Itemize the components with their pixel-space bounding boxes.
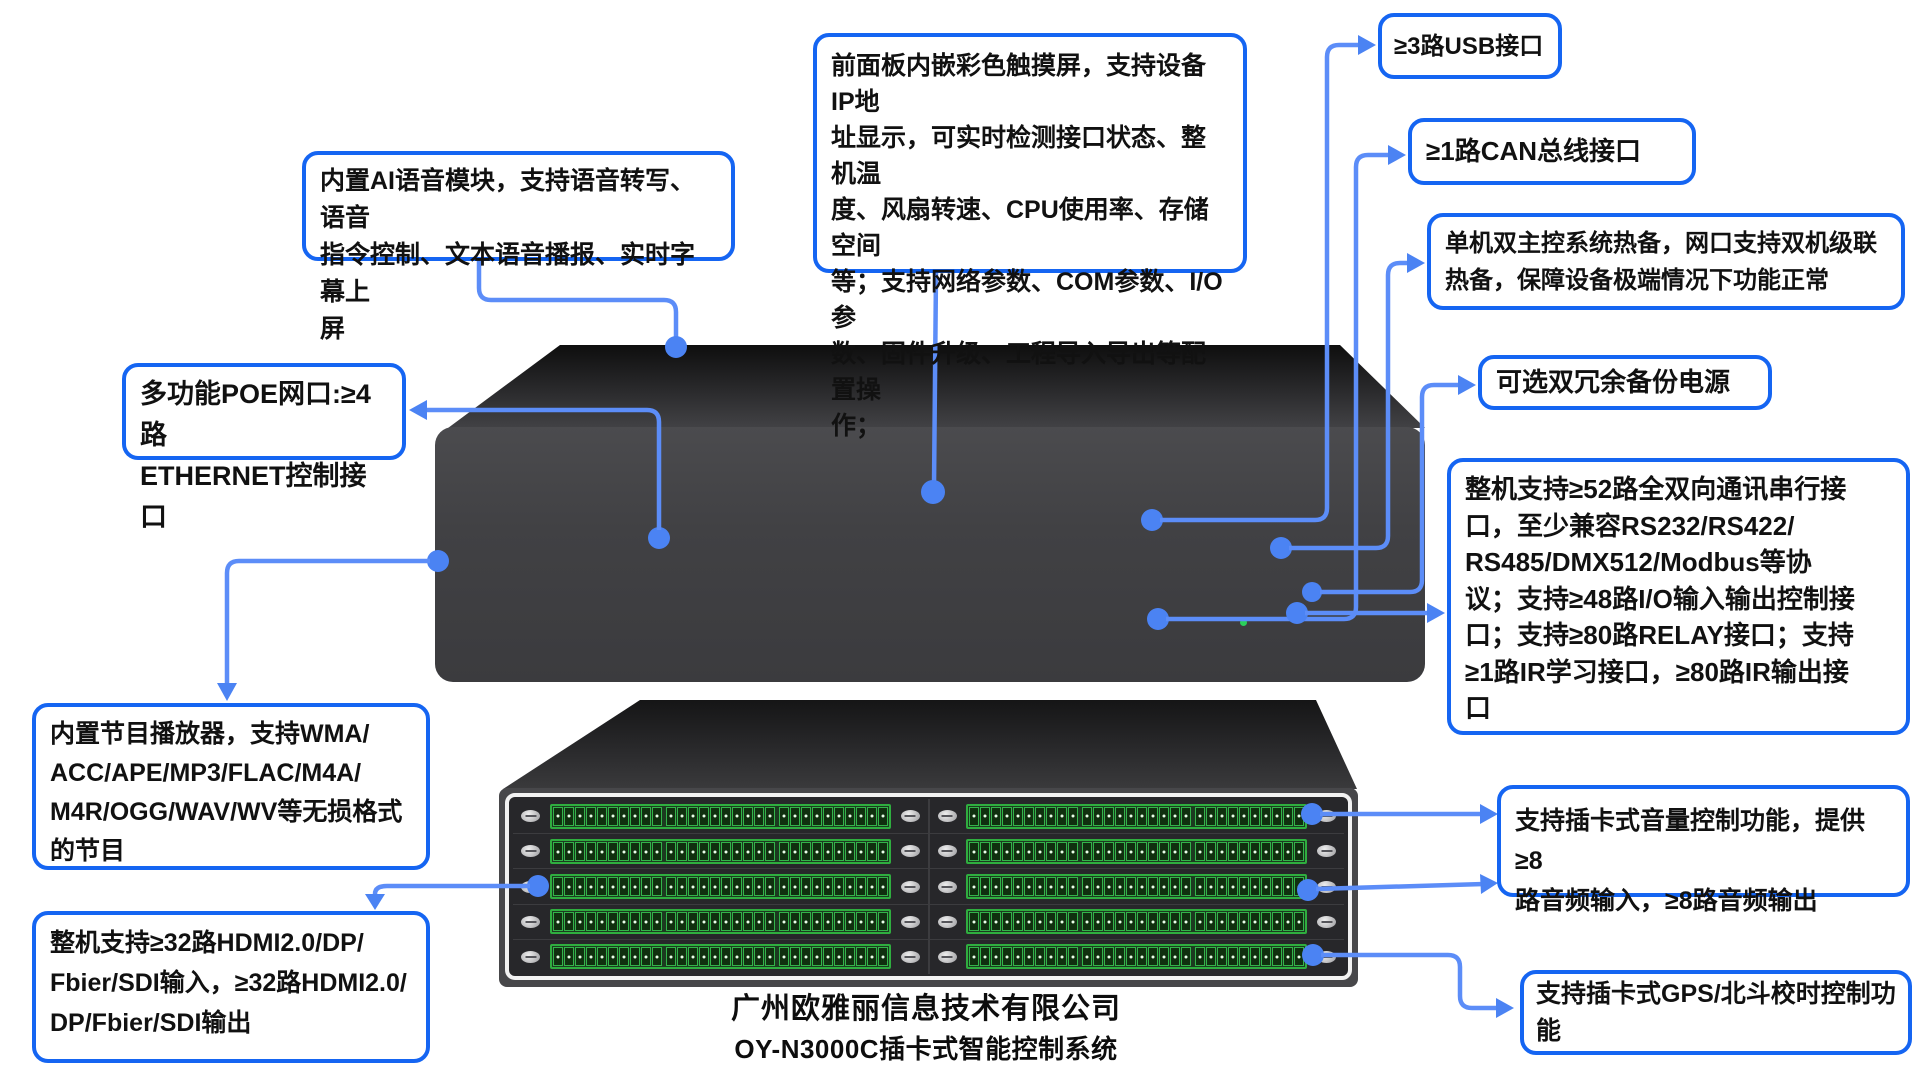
callout-player: 内置节目播放器，支持WMA/ ACC/APE/MP3/FLAC/M4A/ M4R… (32, 703, 430, 870)
terminal-strip (966, 944, 1308, 970)
callout-poe: 多功能POE网口:≥4路 ETHERNET控制接口 (122, 363, 406, 532)
screw-icon (900, 950, 920, 963)
screw-icon (937, 950, 957, 963)
io-card (513, 799, 930, 834)
screw-icon (1317, 845, 1336, 858)
arrowhead-icon (365, 894, 385, 910)
io-card (930, 834, 1345, 868)
terminal-strip (549, 944, 891, 970)
arrowhead-icon (1496, 998, 1514, 1018)
arrowhead-icon (217, 683, 237, 701)
connector-player (224, 558, 430, 687)
screw-icon (521, 845, 540, 858)
terminal-strip (549, 803, 891, 829)
arrowhead-icon (1480, 874, 1498, 894)
arrowhead-icon (1480, 804, 1498, 824)
terminal-strip (966, 838, 1308, 864)
card-slots-frame (505, 793, 1352, 980)
callout-hot-backup: 单机双主控系统热备，网口支持双机级联 热备，保障设备极端情况下功能正常 (1427, 213, 1905, 310)
card-row (513, 869, 1345, 905)
terminal-strip (549, 909, 891, 935)
screw-icon (1317, 915, 1336, 928)
arrowhead-icon (1388, 145, 1406, 165)
product-name: OY-N3000C插卡式智能控制系统 (734, 1034, 1118, 1064)
screw-icon (937, 845, 957, 858)
power-led-icon (1240, 619, 1247, 626)
card-row (513, 799, 1345, 835)
screw-icon (900, 915, 920, 928)
screw-icon (937, 915, 957, 928)
screw-icon (937, 810, 957, 823)
screw-icon (1317, 810, 1336, 823)
callout-serial: 整机支持≥52路全双向通讯串行接 口，至少兼容RS232/RS422/ RS48… (1447, 458, 1910, 735)
terminal-strip (966, 803, 1308, 829)
screw-icon (1317, 950, 1336, 963)
screw-icon (521, 880, 540, 893)
card-unit-chassis (499, 788, 1358, 987)
callout-hdmi: 整机支持≥32路HDMI2.0/DP/ Fbier/SDI输入，≥32路HDMI… (32, 911, 430, 1063)
terminal-strip (966, 909, 1308, 935)
arrowhead-icon (409, 400, 427, 420)
card-row (513, 939, 1345, 975)
io-card (513, 869, 930, 904)
io-card (513, 904, 930, 939)
callout-gps: 支持插卡式GPS/北斗校时控制功能 (1520, 970, 1912, 1055)
io-card (930, 940, 1345, 974)
footer: 广州欧雅丽信息技术有限公司 OY-N3000C插卡式智能控制系统 (620, 985, 1232, 1066)
callout-redundant-power: 可选双冗余备份电源 (1478, 355, 1772, 410)
io-card (930, 905, 1345, 939)
arrowhead-icon (1358, 35, 1376, 55)
io-card (930, 869, 1345, 903)
callout-ai-voice: 内置AI语音模块，支持语音转写、语音 指令控制、文本语音播报、实时字幕上 屏 (302, 151, 735, 343)
screw-icon (900, 880, 920, 893)
terminal-strip (549, 874, 891, 899)
company-name: 广州欧雅丽信息技术有限公司 (730, 993, 1121, 1025)
callout-can: ≥1路CAN总线接口 (1408, 118, 1696, 185)
io-card (513, 834, 930, 869)
arrowhead-icon (1427, 603, 1445, 623)
callout-touchscreen: 前面板内嵌彩色触摸屏，支持设备IP地 址显示，可实时检测接口状态、整机温 度、风… (813, 33, 1247, 440)
screw-icon (521, 915, 540, 928)
card-row (513, 904, 1345, 940)
screw-icon (1317, 880, 1336, 893)
screw-icon (900, 810, 920, 823)
card-row (513, 834, 1345, 870)
screw-icon (937, 880, 957, 893)
screw-icon (900, 845, 920, 858)
callout-audio: 支持插卡式音量控制功能，提供≥8 路音频输入，≥8路音频输出 (1497, 785, 1910, 915)
screw-icon (521, 950, 540, 963)
io-card (930, 799, 1345, 833)
terminal-strip (966, 874, 1308, 899)
screw-icon (521, 810, 540, 823)
io-card (513, 939, 930, 975)
callout-usb: ≥3路USB接口 (1378, 13, 1562, 79)
main-unit-front-panel (435, 427, 1425, 682)
terminal-strip (549, 838, 891, 864)
card-unit-top-face (503, 700, 1357, 789)
arrowhead-icon (1407, 253, 1425, 273)
arrowhead-icon (1458, 375, 1476, 395)
